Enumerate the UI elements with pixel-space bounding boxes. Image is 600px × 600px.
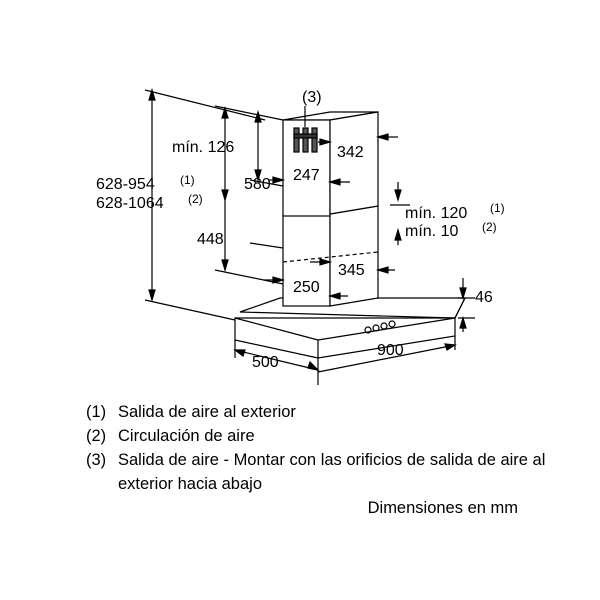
- min-gap-outlet-note: (1): [490, 201, 505, 215]
- height-recirc-label: 628-1064: [96, 195, 164, 212]
- min-gap-recirc-note: (2): [482, 220, 497, 234]
- chimney-upper-label: 580: [244, 176, 271, 193]
- outlet-callout: (3): [302, 89, 322, 106]
- min-gap-recirc-label: mín. 10: [405, 223, 458, 240]
- legend-item: (2) Circulación de aire: [86, 424, 556, 448]
- legend-number: (2): [86, 427, 107, 445]
- hood-height-label: 46: [475, 289, 493, 306]
- dimension-labels: (3) mín. 126 628-954 (1) 628-1064 (2) 58…: [96, 89, 505, 371]
- height-recirc-note: (2): [188, 192, 203, 206]
- chimney-width-lower-label: 345: [338, 262, 365, 279]
- chimney-depth-lower-label: 250: [293, 279, 320, 296]
- min-top-label: mín. 126: [172, 139, 234, 156]
- legend-item: (1) Salida de aire al exterior: [86, 400, 556, 424]
- height-outlet-label: 628-954: [96, 176, 155, 193]
- height-outlet-note: (1): [180, 173, 195, 187]
- chimney-width-upper-label: 342: [337, 144, 364, 161]
- legend-number: (3): [86, 451, 107, 469]
- legend-text: Salida de aire al exterior: [118, 403, 296, 421]
- hood-depth-label: 500: [252, 354, 279, 371]
- legend: (1) Salida de aire al exterior (2) Circu…: [86, 400, 556, 517]
- hood-front-panel: [234, 317, 456, 359]
- control-buttons: [364, 320, 396, 334]
- chimney-depth-upper-label: 247: [293, 167, 320, 184]
- units-note: Dimensiones en mm: [367, 499, 518, 517]
- legend-number: (1): [86, 403, 107, 421]
- chimney-lower-label: 448: [197, 231, 224, 248]
- legend-text: Circulación de aire: [118, 427, 255, 445]
- hood-width-label: 900: [377, 342, 404, 359]
- legend-item: (3) Salida de aire - Montar con las orif…: [86, 448, 556, 496]
- min-gap-outlet-label: mín. 120: [405, 205, 467, 222]
- legend-text: Salida de aire - Montar con las orificio…: [118, 451, 546, 493]
- air-outlet-slots: [293, 127, 318, 153]
